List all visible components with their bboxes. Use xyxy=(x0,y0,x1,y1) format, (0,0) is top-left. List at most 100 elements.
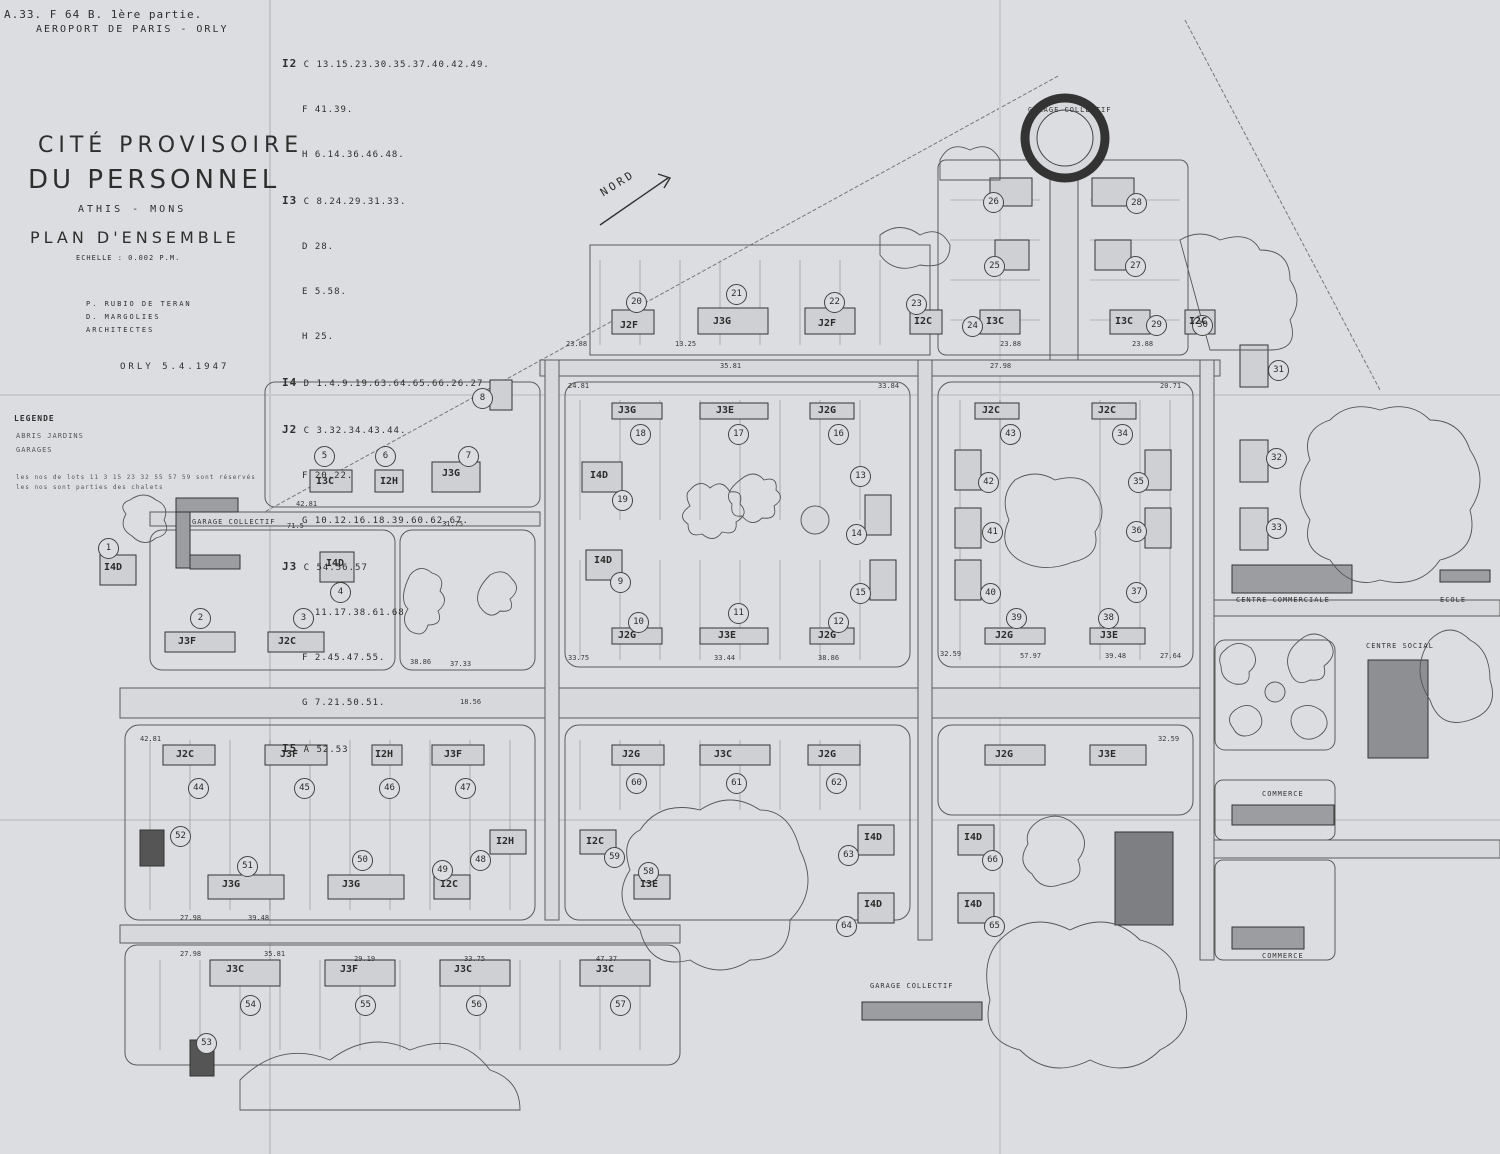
block-f xyxy=(937,724,1194,816)
house-type-label: J3F xyxy=(280,749,299,760)
lot-number-marker: 23 xyxy=(906,294,927,315)
lot-number-marker: 38 xyxy=(1098,608,1119,629)
dimension-label: 31.75 xyxy=(442,520,464,528)
lot-number-marker: 24 xyxy=(962,316,983,337)
house-type-label: I4D xyxy=(964,899,983,910)
lot-number-marker: 16 xyxy=(828,424,849,445)
house-type-label: J2F xyxy=(818,318,837,329)
road-mid-west xyxy=(149,511,541,527)
site-boundary-ne xyxy=(1184,19,1381,391)
house-type-label: I2C xyxy=(586,836,605,847)
lot-number-marker: 62 xyxy=(826,773,847,794)
dimension-label: 27.98 xyxy=(180,914,202,922)
legend-item: ABRIS JARDINS xyxy=(16,432,84,440)
dimension-label: 57.97 xyxy=(1020,652,1042,660)
roundabout-centre xyxy=(800,505,830,535)
house-type-label: I4D xyxy=(864,832,883,843)
block-m xyxy=(1214,779,1336,841)
house-type-group: I3 C 8.24.29.31.33. xyxy=(282,194,407,207)
house-type-label: J2C xyxy=(1098,405,1117,416)
house-type-label: J3G xyxy=(618,405,637,416)
lot-number-marker: 9 xyxy=(610,572,631,593)
house-type-label: J3F xyxy=(444,749,463,760)
house-type-group: J2 C 3.32.34.43.44. xyxy=(282,423,407,436)
house-type-group: I2 C 13.15.23.30.35.37.40.42.49. xyxy=(282,57,490,70)
road-main-east-west xyxy=(119,687,1211,719)
house-type-label: J2G xyxy=(618,630,637,641)
house-type-label: J2G xyxy=(995,749,1014,760)
lot-number-marker: 57 xyxy=(610,995,631,1016)
block-i xyxy=(264,381,541,508)
house-type-label: I2C xyxy=(914,316,933,327)
legend-title: LEGENDE xyxy=(14,414,55,423)
lot-number-marker: 39 xyxy=(1006,608,1027,629)
lot-number-marker: 15 xyxy=(850,583,871,604)
lot-number-marker: 30 xyxy=(1192,315,1213,336)
house-type-label: J2F xyxy=(620,320,639,331)
architect-1: P. RUBIO DE TERAN xyxy=(86,300,192,308)
centre-commercial-label: CENTRE COMMERCIALE xyxy=(1236,596,1330,604)
title-line-1: CITÉ PROVISOIRE xyxy=(38,133,304,158)
dimension-label: 13.25 xyxy=(675,340,697,348)
drawing-reference: A.33. F 64 B. 1ère partie. xyxy=(4,8,203,21)
title-line-2: DU PERSONNEL xyxy=(28,165,281,195)
lot-number-marker: 53 xyxy=(196,1033,217,1054)
dimension-label: 39.48 xyxy=(248,914,270,922)
house-type-label: J3E xyxy=(718,630,737,641)
house-type-label: J2C xyxy=(176,749,195,760)
block-a xyxy=(564,381,911,668)
lot-number-marker: 21 xyxy=(726,284,747,305)
architects-label: ARCHITECTES xyxy=(86,326,155,334)
road-vert-2 xyxy=(917,359,933,941)
plan-label: PLAN D'ENSEMBLE xyxy=(30,228,240,247)
lot-number-marker: 41 xyxy=(982,522,1003,543)
block-g xyxy=(124,724,536,921)
dimension-label: 27.98 xyxy=(990,362,1012,370)
house-type-label: J2G xyxy=(818,405,837,416)
lot-number-marker: 43 xyxy=(1000,424,1021,445)
lot-number-marker: 63 xyxy=(838,845,859,866)
house-type-label: J3E xyxy=(1098,749,1117,760)
house-type-label: I4D xyxy=(864,899,883,910)
house-type-group: I5 A 52.53 xyxy=(282,742,349,755)
block-c xyxy=(399,529,536,671)
dimension-label: 42.81 xyxy=(140,735,162,743)
house-type-label: J3C xyxy=(454,964,473,975)
lot-number-marker: 6 xyxy=(375,446,396,467)
dimension-label: 18.56 xyxy=(460,698,482,706)
lot-number-marker: 10 xyxy=(628,612,649,633)
house-type-label: J2C xyxy=(278,636,297,647)
lot-number-marker: 66 xyxy=(982,850,1003,871)
lot-number-marker: 19 xyxy=(612,490,633,511)
dimension-label: 23.88 xyxy=(566,340,588,348)
legend-item: les nos sont parties des chalets xyxy=(16,484,164,491)
block-l xyxy=(1214,639,1336,751)
house-type-group: J3 C 54.56.57 xyxy=(282,560,368,573)
lot-number-marker: 37 xyxy=(1126,582,1147,603)
house-type-label: I3C xyxy=(1115,316,1134,327)
dimension-label: 38.86 xyxy=(818,654,840,662)
centre-social-building xyxy=(1367,659,1429,759)
commerce-1-bar xyxy=(1231,804,1335,826)
centre-social-label: CENTRE SOCIAL xyxy=(1366,642,1434,650)
lot-number-marker: 26 xyxy=(983,192,1004,213)
lot-number-marker: 32 xyxy=(1266,448,1287,469)
house-type-label: J3G xyxy=(713,316,732,327)
house-type-label: J2C xyxy=(982,405,1001,416)
lot-number-marker: 29 xyxy=(1146,315,1167,336)
legend-item: GARAGES xyxy=(16,446,53,454)
dimension-label: 29.19 xyxy=(354,955,376,963)
block-d xyxy=(149,529,396,671)
lot-number-marker: 1 xyxy=(98,538,119,559)
house-type-label: I4D xyxy=(104,562,123,573)
house-type-label: J3G xyxy=(222,879,241,890)
drawing-date: ORLY 5.4.1947 xyxy=(120,362,230,372)
house-type-label: J3G xyxy=(342,879,361,890)
lot-number-marker: 11 xyxy=(728,603,749,624)
lot-number-marker: 4 xyxy=(330,582,351,603)
legend-item: les nos de lots 11 3 15 23 32 55 57 59 s… xyxy=(16,474,256,481)
lot-number-marker: 36 xyxy=(1126,521,1147,542)
lot-number-marker: 12 xyxy=(828,612,849,633)
road-vert-1 xyxy=(544,359,560,921)
commerce-2-label: COMMERCE xyxy=(1262,952,1304,960)
